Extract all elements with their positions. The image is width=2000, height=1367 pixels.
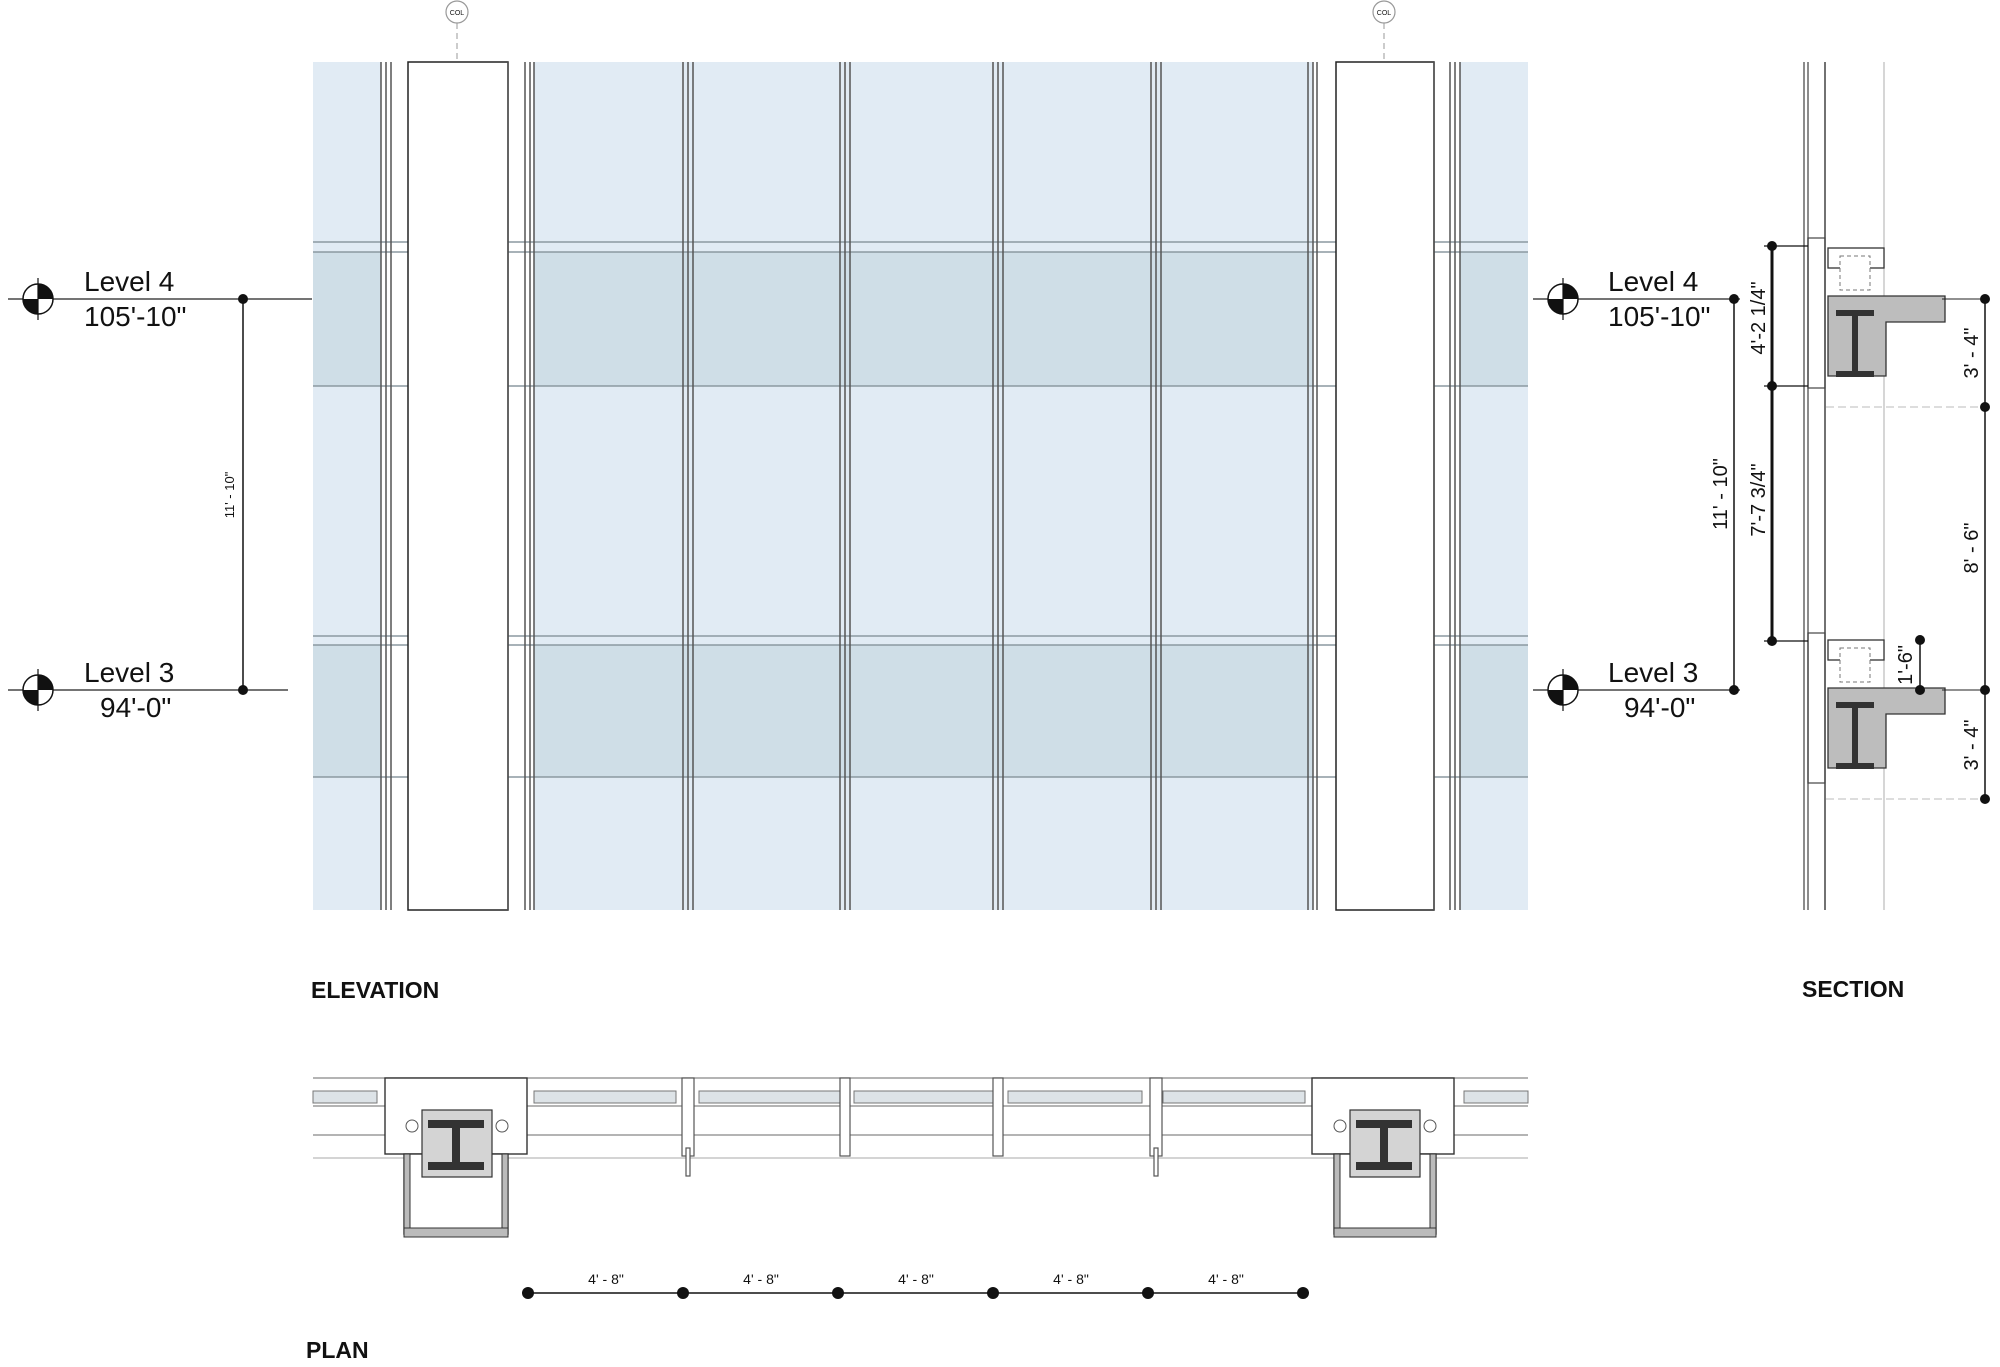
section-slab-lower xyxy=(1827,639,1946,769)
level-name: Level 4 xyxy=(1608,266,1698,297)
level-elevation: 105'-10" xyxy=(84,301,186,332)
title-plan: PLAN xyxy=(306,1337,369,1363)
level-elevation: 94'-0" xyxy=(1624,692,1695,723)
plan-dim-label: 4' - 8" xyxy=(898,1271,934,1287)
dim-spandrel-upper: 3' - 4" xyxy=(1961,328,1983,379)
dim-middle: 8' - 6" xyxy=(1961,523,1983,574)
dim-vision: 7'-7 3/4" xyxy=(1748,463,1770,536)
column-tag-label: COL xyxy=(450,10,465,17)
level-name: Level 3 xyxy=(84,657,174,688)
dim-spandrel-lower: 3' - 4" xyxy=(1961,720,1983,771)
column-tag-label: COL xyxy=(1377,10,1392,17)
dim-sill: 1'-6" xyxy=(1895,645,1917,685)
level-elevation: 105'-10" xyxy=(1608,301,1710,332)
elevation-column-covers xyxy=(407,61,1435,911)
dim-label: 11' - 10" xyxy=(222,471,237,518)
plan-column-right xyxy=(1311,1077,1455,1238)
dim-floor-to-floor: 11' - 10" xyxy=(1710,458,1732,530)
plan-dim-label: 4' - 8" xyxy=(1208,1271,1244,1287)
level-marker-right-upper: Level 4 105'-10" xyxy=(1533,266,1740,332)
elevation-mullions xyxy=(380,62,1461,910)
column-tag-left: COL xyxy=(445,0,469,62)
elevation-dimension: 11' - 10" xyxy=(222,294,248,695)
elevation-spandrels xyxy=(313,252,1528,777)
dim-upper-glass: 4'-2 1/4" xyxy=(1748,281,1770,354)
level-marker-left-lower: Level 3 94'-0" xyxy=(8,657,288,723)
plan-dim-label: 4' - 8" xyxy=(588,1271,624,1287)
level-elevation: 94'-0" xyxy=(100,692,171,723)
plan-view: 4' - 8" 4' - 8" 4' - 8" 4' - 8" 4' - 8" xyxy=(312,1077,1529,1299)
level-marker-right-lower: Level 3 94'-0" xyxy=(1533,657,1740,723)
column-tag-right: COL xyxy=(1372,0,1396,62)
level-name: Level 3 xyxy=(1608,657,1698,688)
level-marker-left-upper: Level 4 105'-10" xyxy=(8,266,312,332)
plan-dim-label: 4' - 8" xyxy=(743,1271,779,1287)
level-name: Level 4 xyxy=(84,266,174,297)
plan-dim-label: 4' - 8" xyxy=(1053,1271,1089,1287)
section-slab-upper xyxy=(1827,247,1946,377)
title-elevation: ELEVATION xyxy=(311,977,439,1003)
plan-column-left xyxy=(384,1077,528,1238)
title-section: SECTION xyxy=(1802,976,1904,1002)
elevation-view: COL COL xyxy=(313,0,1528,911)
section-view: 11' - 10" 4'-2 1/4" 7'-7 3/4" 1'-6" 3' -… xyxy=(1710,62,1990,910)
plan-dimensions: 4' - 8" 4' - 8" 4' - 8" 4' - 8" 4' - 8" xyxy=(522,1271,1309,1299)
